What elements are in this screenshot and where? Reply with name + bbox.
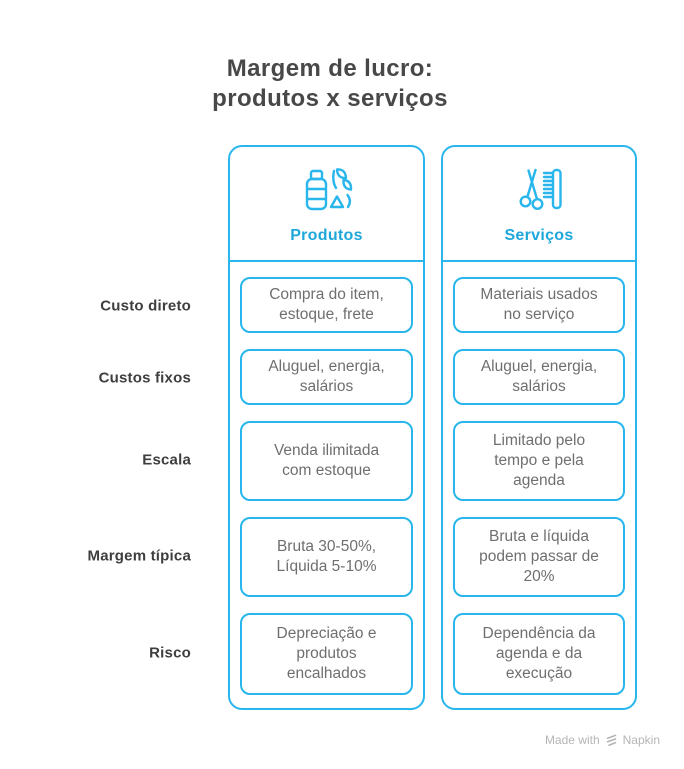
cell-servicos-escala: Limitado pelo tempo e pela agenda <box>453 421 625 501</box>
watermark-prefix: Made with <box>544 733 600 747</box>
watermark: Made with Napkin <box>545 733 660 747</box>
column-produtos-label: Produtos <box>290 227 363 244</box>
row-label-margem-tipica: Margem típica <box>87 547 191 565</box>
title-line-2: produtos x serviços <box>212 85 448 112</box>
column-produtos-header: Produtos <box>230 147 423 262</box>
row-label-custo-direto: Custo direto <box>100 297 191 315</box>
row-label-custos-fixos: Custos fixos <box>98 369 191 387</box>
column-servicos-body: Materiais usados no serviço Aluguel, ene… <box>443 262 635 695</box>
cell-servicos-custo-direto: Materiais usados no serviço <box>453 277 625 333</box>
column-produtos: Produtos Compra do item, estoque, frete … <box>228 145 425 710</box>
row-label-risco: Risco <box>149 644 191 662</box>
title-line-1: Margem de lucro: <box>226 55 434 82</box>
column-produtos-body: Compra do item, estoque, frete Aluguel, … <box>230 262 423 695</box>
cell-produtos-risco: Depreciação e produtos encalhados <box>240 613 413 695</box>
column-servicos: Serviços Materiais usados no serviço Alu… <box>441 145 637 710</box>
products-bottle-leaf-icon <box>299 162 355 218</box>
cell-servicos-custos-fixos: Aluguel, energia, salários <box>453 349 625 405</box>
cell-produtos-custo-direto: Compra do item, estoque, frete <box>240 277 413 333</box>
column-servicos-header: Serviços <box>443 147 635 262</box>
scissors-comb-icon <box>511 162 567 218</box>
napkin-logo-icon <box>606 734 616 746</box>
column-servicos-label: Serviços <box>504 227 574 244</box>
row-label-escala: Escala <box>142 451 191 469</box>
cell-produtos-escala: Venda ilimitada com estoque <box>240 421 413 501</box>
watermark-brand: Napkin <box>622 733 660 747</box>
cell-servicos-risco: Dependência da agenda e da execução <box>453 613 625 695</box>
cell-produtos-margem-tipica: Bruta 30-50%, Líquida 5-10% <box>240 517 413 597</box>
page-title: Margem de lucro: produtos x serviços <box>0 54 660 114</box>
cell-produtos-custos-fixos: Aluguel, energia, salários <box>240 349 413 405</box>
cell-servicos-margem-tipica: Bruta e líquida podem passar de 20% <box>453 517 625 597</box>
